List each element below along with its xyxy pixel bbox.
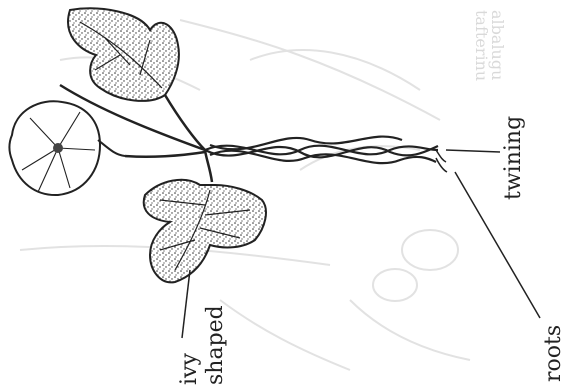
watermark-line-2: tafterinu — [472, 10, 491, 81]
label-shaped: shaped — [203, 305, 228, 385]
flower — [9, 101, 125, 195]
twining-leader-line — [446, 150, 500, 152]
upper-leaf — [68, 8, 179, 100]
label-ivy: ivy — [177, 353, 202, 385]
background-watermark-text: albalugu tafterinu — [472, 10, 507, 81]
label-twining: twining — [501, 116, 526, 200]
roots — [436, 150, 447, 172]
label-roots: roots — [541, 325, 562, 382]
lower-leaf — [144, 180, 266, 283]
roots-leader-line — [455, 172, 540, 318]
ivy-leader-line — [182, 270, 190, 338]
